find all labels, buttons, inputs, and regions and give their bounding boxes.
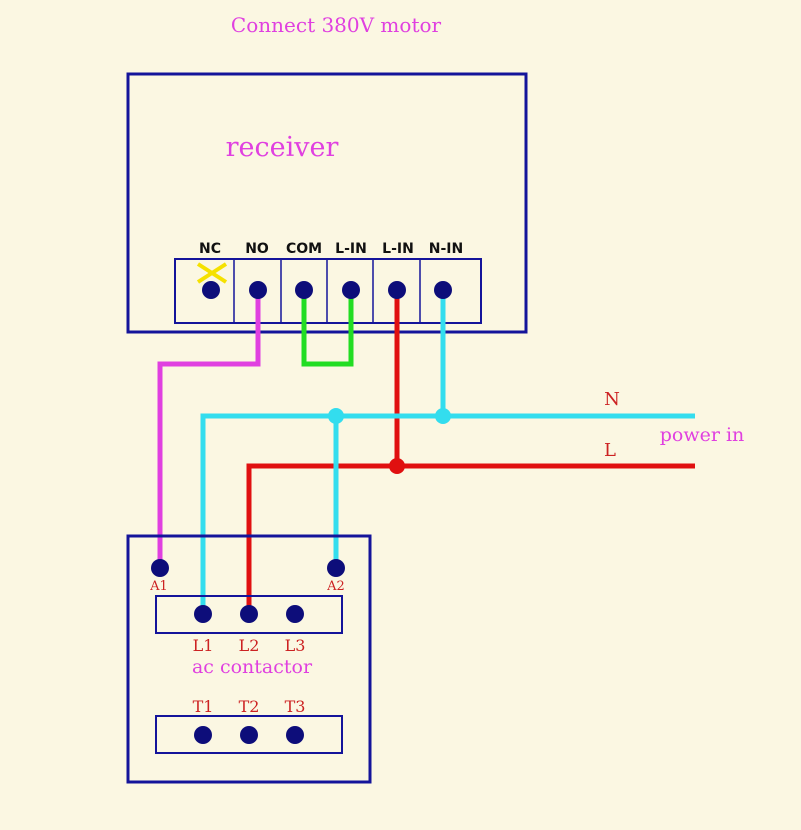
power-n-label: N	[604, 389, 620, 410]
terminal-a1	[151, 559, 169, 577]
coil-label-a2: A2	[326, 579, 345, 594]
wire-com-l-in-jumper	[301, 290, 354, 367]
terminal-n-in	[434, 281, 452, 299]
wire-no-to-a1	[157, 290, 261, 566]
terminal-l-in-1	[342, 281, 360, 299]
terminal-l3	[286, 605, 304, 623]
terminal-label-nc: NC	[199, 241, 221, 257]
terminal-nc	[202, 281, 220, 299]
nc-unused-cross-icon	[196, 262, 228, 284]
power-in-label: power in	[660, 424, 745, 446]
terminal-label-l-in-1: L-IN	[335, 241, 367, 257]
contactor-label: ac contactor	[192, 656, 313, 678]
load-label-t1: T1	[193, 697, 214, 716]
line-label-l3: L3	[285, 636, 306, 655]
line-label-l2: L2	[239, 636, 260, 655]
wire-n-line-to-l1	[200, 413, 695, 614]
load-label-t2: T2	[239, 697, 260, 716]
wire-l-line-to-l2	[246, 463, 695, 614]
load-label-t3: T3	[285, 697, 306, 716]
terminal-a2	[327, 559, 345, 577]
coil-label-a1: A1	[149, 579, 168, 594]
terminal-l-in-2	[388, 281, 406, 299]
junction-n-in	[435, 408, 451, 424]
terminal-label-com: COM	[286, 241, 322, 257]
contactor-box	[126, 534, 372, 784]
terminal-label-n-in: N-IN	[429, 241, 463, 257]
terminal-label-l-in-2: L-IN	[382, 241, 414, 257]
junction-n-a2	[328, 408, 344, 424]
receiver-terminal-block	[174, 258, 482, 324]
contactor-line-block	[155, 595, 343, 634]
junction-l-in	[389, 458, 405, 474]
terminal-com	[295, 281, 313, 299]
terminal-no	[249, 281, 267, 299]
power-l-label: L	[604, 440, 616, 461]
receiver-box	[126, 72, 528, 334]
contactor-load-block	[155, 715, 343, 754]
diagram-title: Connect 380V motor	[231, 13, 442, 37]
terminal-label-no: NO	[245, 241, 269, 257]
terminal-l2	[240, 605, 258, 623]
receiver-label: receiver	[226, 132, 339, 163]
line-label-l1: L1	[193, 636, 214, 655]
terminal-t2	[240, 726, 258, 744]
terminal-t1	[194, 726, 212, 744]
terminal-l1	[194, 605, 212, 623]
terminal-t3	[286, 726, 304, 744]
